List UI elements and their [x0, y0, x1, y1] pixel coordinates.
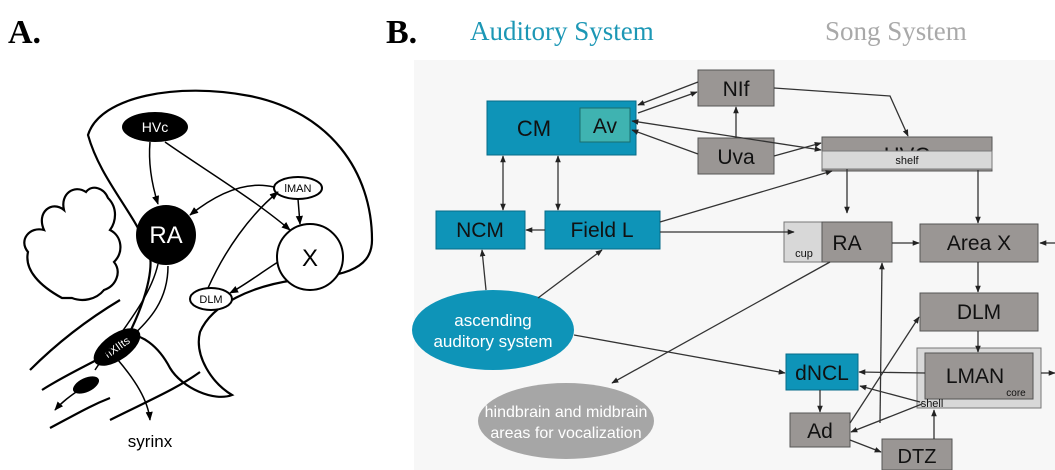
ad-label: Ad: [807, 420, 833, 443]
arrow-hvc-x-a: [164, 141, 291, 231]
ascending-label-line-2: auditory system: [433, 332, 552, 351]
dlm-nucleus-a: [189, 287, 233, 311]
dncl-node: [785, 353, 859, 391]
vocalization-label-line-2: areas for vocalization: [490, 425, 641, 442]
arrow-av-hvc: [631, 119, 822, 152]
ascending-auditory-system-node: [412, 290, 574, 370]
panel-b-nodes: NIf CM Av Uva HVC shelf NCM Field L cup …: [412, 69, 1042, 470]
area-x-label: Area X: [947, 232, 1011, 255]
panel-b-label: B.: [386, 14, 418, 51]
arrow-cm-nlf: [637, 91, 698, 114]
ra-label-a: RA: [149, 222, 182, 249]
arrow-uva-av: [631, 129, 699, 155]
nlf-label: NIf: [723, 78, 750, 101]
cm-label: CM: [517, 116, 551, 141]
x-nucleus-a: [276, 223, 344, 291]
legend-song-system: Song System: [825, 16, 967, 46]
arrow-field-l-hvc: [659, 170, 833, 223]
panel-a-label: A.: [8, 14, 42, 51]
ncm-label: NCM: [456, 219, 504, 242]
nlf-node: [697, 69, 775, 107]
arrow-lman-x-a: [295, 198, 303, 225]
arrow-lman-ra-a: [189, 184, 275, 216]
arrow-ra-nxiits-a: [129, 265, 169, 339]
dlm-node: [919, 292, 1039, 332]
ascending-label-line-1: ascending: [454, 311, 532, 330]
dtz-label: DTZ: [898, 446, 937, 468]
panel-b-connections: [479, 81, 1055, 453]
x-label-a: X: [302, 245, 318, 272]
panel-a-schematic: [23, 89, 374, 429]
ad-node: [789, 412, 851, 448]
av-node: [579, 107, 631, 143]
lman-shell-label: shell: [921, 398, 944, 410]
arrow-output-left-a: [54, 387, 83, 411]
arrow-lman-dncl: [858, 369, 926, 375]
uva-label: Uva: [717, 146, 755, 169]
ra-nucleus-a: [136, 205, 196, 265]
hvc-nucleus-a: [122, 112, 188, 142]
arrow-shell-ad: [850, 403, 923, 433]
arrow-ascending-field-l: [537, 249, 603, 299]
vocalization-areas-node: [478, 383, 654, 459]
brainstem-line-3: [109, 371, 201, 421]
brain-outline: [86, 89, 374, 398]
arrow-hvc-ra-a: [148, 141, 159, 205]
area-x-node: [919, 223, 1039, 263]
hvc-shelf-node: [821, 150, 993, 170]
arrow-nlf-hvc: [773, 87, 909, 137]
ra-node: [821, 221, 893, 263]
hvc-shelf-label: shelf: [895, 155, 919, 167]
lman-core-node: [924, 352, 1034, 400]
arrow-ascending-ncm: [479, 249, 487, 291]
vocalization-label-line-1: hindbrain and midbrain: [485, 404, 648, 421]
lman-label-a: lMAN: [285, 183, 312, 195]
panel-a-connections: [54, 141, 303, 421]
av-label: Av: [593, 115, 618, 138]
ra-descending-line-a: [94, 263, 159, 371]
brainstem-line-1: [29, 299, 121, 371]
arrow-uva-hvc: [773, 141, 822, 157]
arrow-shell-dncl: [859, 384, 921, 403]
dlm-label: DLM: [957, 301, 1001, 324]
arrow-nlf-cm-1: [637, 81, 699, 106]
dncl-label: dNCL: [795, 362, 849, 385]
syrinx-label-a: syrinx: [128, 432, 173, 451]
arrow-x-dlm-a: [229, 261, 279, 294]
lman-label: LMAN: [946, 365, 1004, 388]
dlm-label-a: DLM: [199, 294, 222, 306]
arrow-ad-dlm: [849, 316, 920, 424]
arrow-ascending-dncl: [573, 334, 786, 375]
arrow-dlm-lman-a: [207, 191, 279, 289]
legend-auditory-system: Auditory System: [470, 16, 654, 46]
arrow-ad-dtz: [849, 439, 882, 453]
cerebellum-outline: [23, 186, 122, 301]
ra-cup-label: cup: [795, 248, 813, 260]
arrow-to-syrinx-a: [117, 359, 153, 421]
nxiits-nucleus-a: [93, 328, 141, 366]
ra-cup-node: [783, 221, 825, 263]
arrow-ra-vocalization: [611, 261, 831, 384]
lman-core-label: core: [1006, 388, 1026, 399]
ra-label: RA: [832, 232, 861, 255]
field-l-label: Field L: [570, 219, 633, 242]
dtz-node: [881, 438, 953, 470]
hvc-label-a: HVc: [142, 119, 168, 135]
arrow-ad-ra: [879, 262, 885, 424]
brainstem-line-4: [49, 396, 111, 429]
ncm-node: [435, 210, 526, 250]
